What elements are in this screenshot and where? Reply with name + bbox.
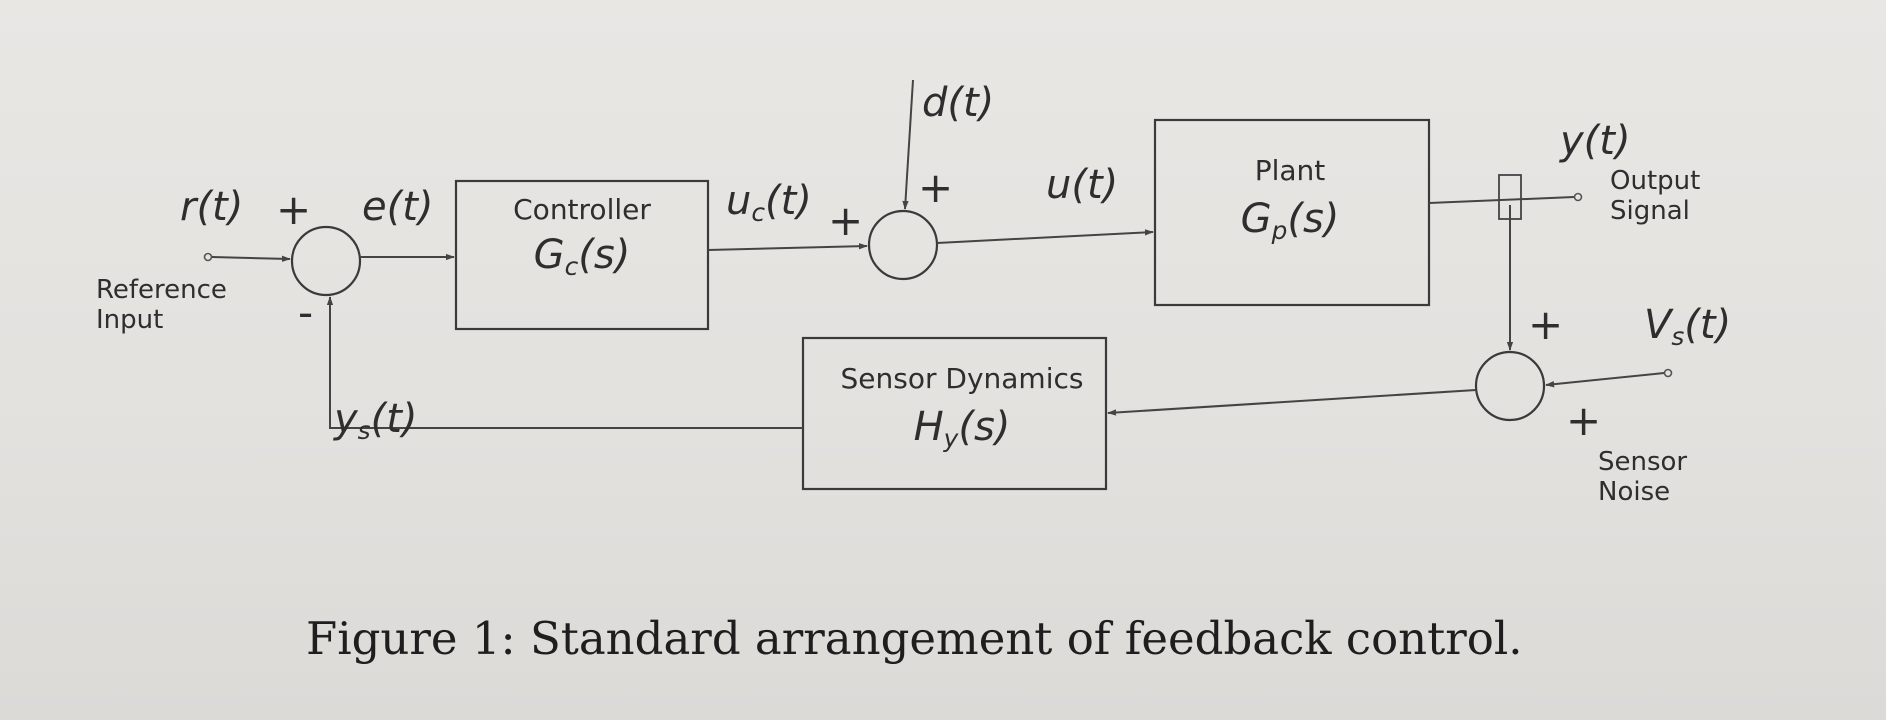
r-to-sum1-arrow	[211, 255, 291, 262]
sum1-plus-sign: +	[276, 185, 312, 234]
d-t-label: d(t)	[922, 80, 995, 126]
sum2-left-plus-sign: +	[828, 196, 864, 245]
vs-t-label: Vs(t)	[1644, 302, 1732, 351]
uc-to-sum2-arrow	[707, 243, 868, 251]
noise-to-sum3-arrow	[1545, 372, 1665, 388]
output-terminal	[1573, 192, 1583, 202]
reference-input-terminal	[203, 252, 213, 262]
controller-block	[454, 179, 710, 331]
controller-name: Controller	[513, 193, 651, 226]
summing-junction-2	[867, 209, 939, 281]
r-t-label: r(t)	[180, 184, 244, 230]
sum3-right-plus-sign: +	[1566, 396, 1602, 445]
u-to-plant-arrow	[936, 229, 1154, 244]
controller-transfer-function: Gc(s)	[533, 232, 631, 281]
summing-junction-3	[1474, 350, 1546, 422]
plant-transfer-function: Gp(s)	[1240, 196, 1340, 245]
y-t-label: y(t)	[1560, 118, 1631, 164]
sum1-minus-sign: -	[298, 288, 314, 337]
sum3-top-plus-sign: +	[1528, 300, 1564, 349]
sum3-to-sensor-arrow	[1107, 389, 1477, 416]
u-t-label: u(t)	[1046, 162, 1119, 208]
d-to-sum2-arrow	[902, 79, 914, 210]
output-signal-label: Output Signal	[1610, 166, 1701, 226]
figure-caption: Figure 1: Standard arrangement of feedba…	[306, 612, 1523, 665]
sensor-dynamics-block	[801, 336, 1108, 491]
plant-output-line	[1428, 196, 1575, 204]
feedback-path	[326, 296, 803, 429]
sensor-noise-terminal	[1663, 368, 1673, 378]
e-t-label: e(t)	[362, 184, 434, 230]
uc-t-label: uc(t)	[726, 178, 812, 227]
plant-name: Plant	[1254, 154, 1326, 187]
sum2-top-plus-sign: +	[918, 163, 954, 212]
reference-input-label: Reference Input	[96, 275, 227, 335]
sensor-transfer-function: Hy(s)	[913, 404, 1011, 453]
sensor-noise-label: Sensor Noise	[1598, 447, 1688, 507]
plant-block	[1153, 118, 1431, 307]
summing-junction-1	[290, 225, 362, 297]
ys-t-label: ys(t)	[334, 396, 418, 445]
sensor-dynamics-name: Sensor Dynamics	[840, 362, 1084, 395]
